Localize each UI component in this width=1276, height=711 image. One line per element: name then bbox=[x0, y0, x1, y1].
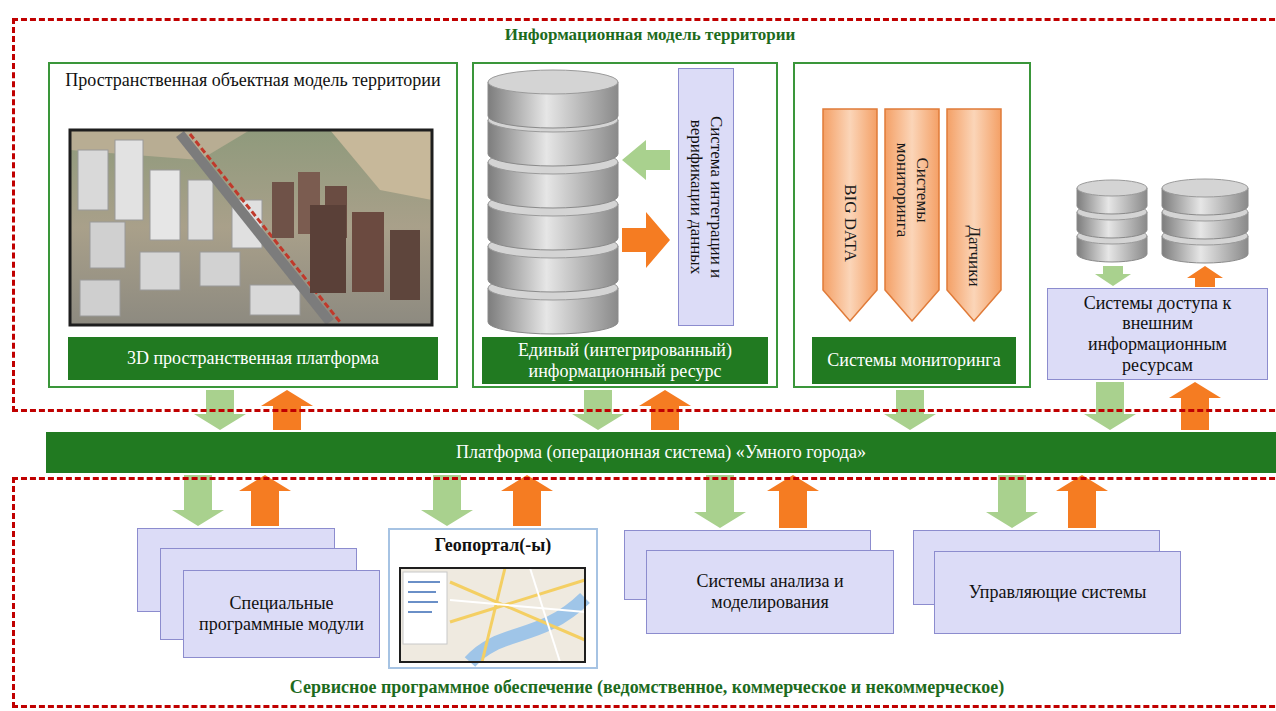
database-disk bbox=[488, 70, 618, 128]
box-label: Системы доступа к внешним информационным… bbox=[1051, 291, 1264, 377]
map-street bbox=[450, 600, 585, 612]
panel-box: Единый (интегрированный) информационный … bbox=[472, 62, 778, 388]
region-title: Информационная модель территории bbox=[300, 25, 1000, 45]
pentagon-outline bbox=[823, 109, 877, 321]
vertical-box: Система интеграции и верификации данных bbox=[678, 68, 734, 326]
map-ground bbox=[400, 568, 585, 662]
pentagon-label: Датчики bbox=[964, 176, 984, 336]
map-road bbox=[450, 582, 585, 640]
map-frame bbox=[400, 568, 585, 662]
region-frame: Информационная модель территорииПростран… bbox=[12, 18, 1276, 412]
photo-tower bbox=[310, 205, 346, 293]
region-title: Сервисное программное обеспечение (ведом… bbox=[15, 677, 1276, 698]
bar-label: 3D пространственная платформа bbox=[68, 337, 438, 380]
photo-building bbox=[90, 222, 125, 268]
block-arrow-up bbox=[1187, 266, 1223, 287]
label-bar: 3D пространственная платформа bbox=[68, 337, 438, 380]
photo-frame bbox=[70, 130, 432, 325]
block-arrow-left bbox=[622, 140, 670, 180]
block-arrow-right bbox=[622, 212, 670, 268]
vertical-label: Система интеграции и верификации данных bbox=[686, 75, 725, 319]
pentagon-label: Системы мониторинга bbox=[892, 110, 931, 270]
card-stack: Системы анализа и моделирования bbox=[624, 530, 894, 634]
photo-building bbox=[188, 180, 213, 240]
block-arrow-up bbox=[1056, 475, 1108, 528]
card-stack: Специальные программные модули bbox=[137, 528, 381, 659]
map-panel-line bbox=[408, 611, 432, 613]
bar-label: Единый (интегрированный) информационный … bbox=[482, 337, 768, 384]
photo-tower bbox=[272, 182, 294, 238]
photo-tower bbox=[352, 212, 384, 292]
database-disk bbox=[1077, 180, 1147, 214]
photo-road bbox=[180, 134, 330, 322]
block-arrow-up bbox=[501, 475, 553, 526]
city-photo bbox=[70, 130, 432, 325]
panel-heading: Пространственная объектная модель террит… bbox=[58, 70, 448, 91]
geoportal-map bbox=[400, 568, 585, 662]
pentagon-arrow: Системы мониторинга bbox=[884, 108, 940, 322]
photo-building bbox=[200, 252, 240, 286]
block-arrow-down bbox=[694, 475, 746, 528]
pentagon-arrow: BIG DATA bbox=[822, 108, 878, 322]
pentagon-label: BIG DATA bbox=[840, 143, 860, 303]
pentagon-arrow: Датчики bbox=[946, 108, 1002, 322]
photo-building bbox=[140, 252, 180, 290]
block-arrow-up bbox=[767, 475, 819, 528]
map-panel bbox=[403, 572, 447, 644]
label-bar: Системы мониторинга bbox=[812, 337, 1016, 384]
label-bar: Единый (интегрированный) информационный … bbox=[482, 337, 768, 384]
database-disk bbox=[1162, 179, 1248, 215]
platform-label: Платформа (операционная система) «Умного… bbox=[46, 432, 1276, 473]
pentagon-outline bbox=[885, 109, 939, 321]
photo-building bbox=[78, 150, 108, 210]
panel-box: Системы мониторинга BIG DATA Системы монит… bbox=[793, 62, 1031, 388]
database-stack bbox=[488, 70, 618, 334]
block-arrow-up bbox=[1169, 382, 1221, 430]
block-arrow-down bbox=[1095, 266, 1131, 286]
block-arrow-down bbox=[986, 475, 1038, 528]
card-label: Управляющие системы bbox=[934, 551, 1181, 634]
bar-label: Системы мониторинга bbox=[812, 337, 1016, 384]
map-road bbox=[450, 580, 585, 622]
panel-box: Пространственная объектная модель террит… bbox=[48, 62, 458, 388]
photo-tower bbox=[390, 230, 420, 300]
platform-bar: Платформа (операционная система) «Умного… bbox=[46, 432, 1276, 473]
card-stack: Управляющие системы bbox=[913, 530, 1181, 634]
external-databases bbox=[1077, 179, 1248, 263]
geoportal-title: Геопортал(-ы) bbox=[390, 535, 596, 556]
photo-ground bbox=[70, 130, 432, 325]
card-label: Системы анализа и моделирования bbox=[646, 550, 894, 634]
access-box: Системы доступа к внешним информационным… bbox=[1047, 288, 1268, 380]
block-arrow-down bbox=[172, 475, 224, 526]
pentagon-shape bbox=[946, 108, 1002, 322]
map-panel-line bbox=[408, 591, 436, 593]
photo-building bbox=[150, 170, 180, 240]
map-panel-line bbox=[408, 581, 440, 583]
block-arrow-up bbox=[239, 475, 291, 526]
block-arrow-down bbox=[421, 475, 473, 526]
photo-building bbox=[115, 140, 143, 220]
region-frame: Сервисное программное обеспечение (ведом… bbox=[12, 477, 1276, 708]
photo-building bbox=[250, 285, 300, 315]
map-road bbox=[482, 568, 505, 662]
map-street bbox=[530, 568, 560, 662]
pentagon-outline bbox=[947, 109, 1001, 321]
card-label: Специальные программные модули bbox=[183, 570, 380, 658]
map-panel-line bbox=[408, 601, 438, 603]
block-arrow-down bbox=[1084, 382, 1136, 430]
photo-building bbox=[80, 280, 120, 316]
geoportal-box: Геопортал(-ы) bbox=[388, 528, 598, 669]
